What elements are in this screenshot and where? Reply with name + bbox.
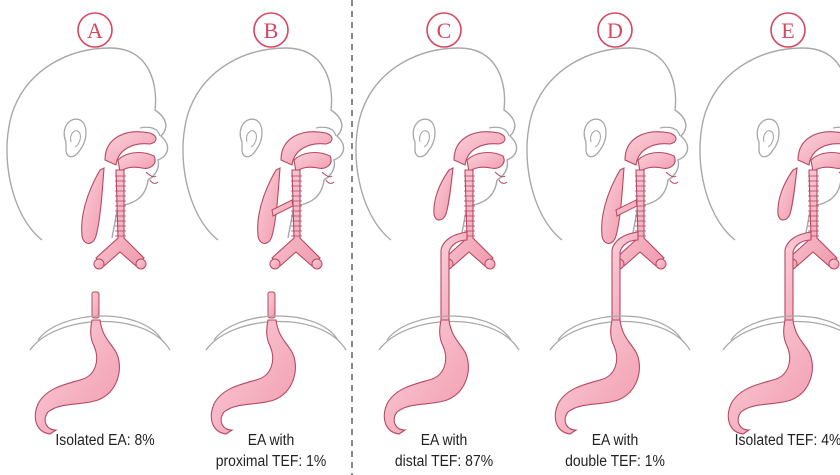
ear-icon [757,119,779,157]
upper-esophagus [82,168,104,244]
caption-line-1: Isolated EA: 8% [29,430,182,451]
panel-isolated-ea: A [7,13,170,434]
panel-letter-badge: E [771,13,805,47]
lower-esophagus [268,292,275,318]
upper-esophagus [778,168,797,220]
panel-letter: C [437,18,452,43]
panel-letter-badge: D [598,13,632,47]
panel-letter-badge: B [254,13,288,47]
caption-line-1: EA with [195,430,348,451]
ear-icon [584,119,606,157]
caption-line-1: EA with [539,430,692,451]
panel-distal-tef: C [356,13,519,434]
upper-esophagus [258,168,280,244]
stomach [728,320,812,434]
ear-icon [413,119,435,157]
panel-isolated-tef: E [700,13,840,434]
panel-letter: A [87,18,103,43]
diaphragm [723,316,840,350]
caption-line-1: EA with [368,430,521,451]
oral-cavity [625,132,678,184]
panel-letter: E [781,18,794,43]
stomach [35,320,119,434]
stomach [384,320,468,434]
panel-proximal-tef: B [183,13,346,434]
panel-letter-badge: A [78,13,112,47]
oral-cavity [454,132,507,184]
panel-letter: D [607,18,623,43]
oral-cavity [281,132,334,184]
caption-line-2: proximal TEF: 1% [195,451,348,472]
ear-icon [240,119,262,157]
upper-esophagus [602,168,624,244]
panel-double-tef: D [527,13,690,434]
panel-caption: Isolated TEF: 4% [712,430,840,451]
panel-letter: B [264,18,279,43]
stomach [555,320,639,434]
lower-esophagus [92,292,99,318]
caption-line-2: distal TEF: 87% [368,451,521,472]
oral-cavity [105,132,158,184]
panel-caption: Isolated EA: 8% [29,430,182,451]
panel-letter-badge: C [427,13,461,47]
oral-cavity [798,132,840,184]
stomach [211,320,295,434]
caption-line-2: double TEF: 1% [539,451,692,472]
caption-line-1: Isolated TEF: 4% [712,430,840,451]
ear-icon [64,119,86,157]
upper-esophagus [434,168,453,220]
